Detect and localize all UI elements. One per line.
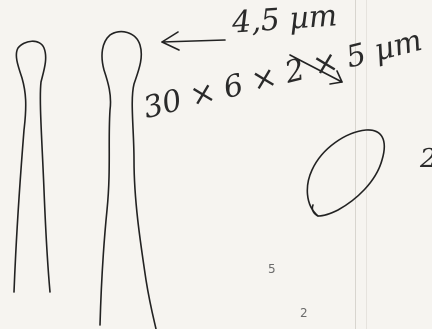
right-cystidium-outline [100,32,156,329]
edge-fragment-label: 2 [420,144,432,174]
spore-outline [307,130,384,216]
left-cystidium-outline [14,41,50,292]
speck-mark: 2 [300,306,308,320]
speck-mark: 5 [268,262,276,276]
arrow-shaft-to-head [162,40,225,42]
